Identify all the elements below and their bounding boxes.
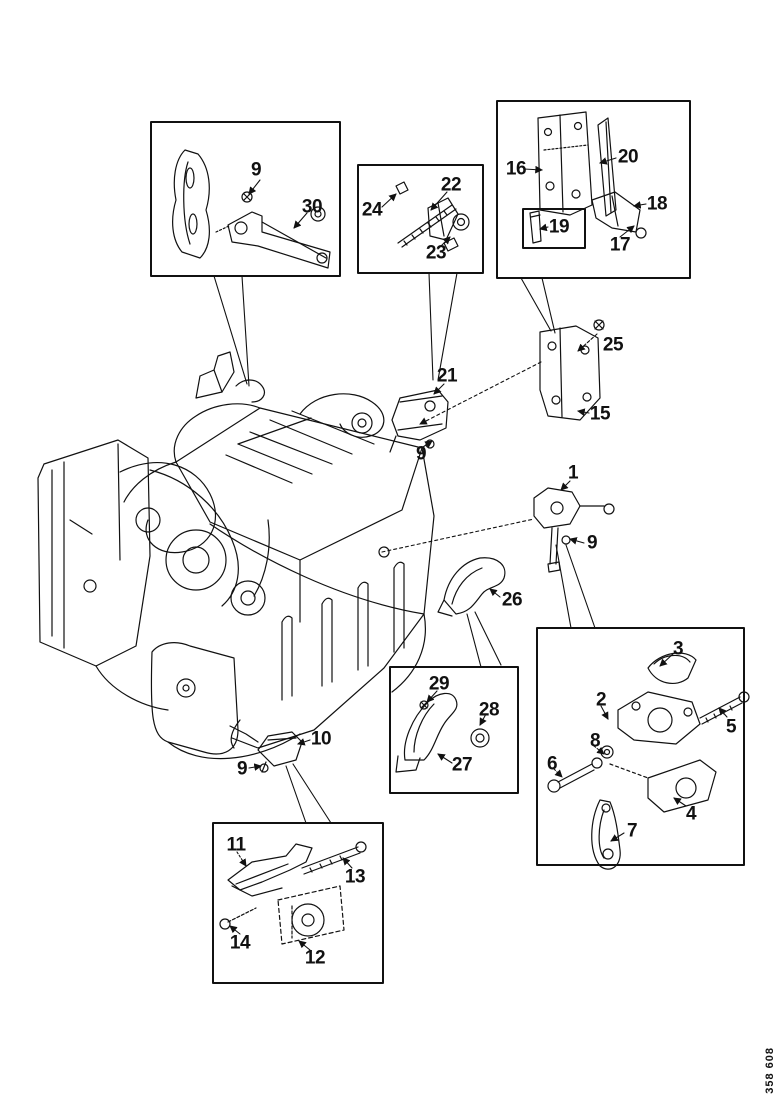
callout-20: 20 xyxy=(617,146,639,168)
detail-box-mount-assembly xyxy=(536,627,745,866)
callout-25: 25 xyxy=(602,334,624,356)
callout-1: 1 xyxy=(567,462,579,484)
callout-26: 26 xyxy=(501,589,523,611)
callout-9-10: 9 xyxy=(236,758,248,780)
callout-21: 21 xyxy=(436,365,458,387)
figure-number: 358 608 xyxy=(764,1047,776,1094)
detail-box-9-30 xyxy=(150,121,341,277)
engine-illustration xyxy=(37,351,435,760)
callout-11: 11 xyxy=(226,834,246,856)
callout-14: 14 xyxy=(229,932,251,954)
detail-box-19-inner xyxy=(522,208,586,249)
leader-lines xyxy=(213,272,596,824)
detail-box-22-24-23 xyxy=(357,164,484,274)
part-plate-16-group xyxy=(529,111,647,244)
part-curved-bracket-26 xyxy=(437,557,506,617)
callout-8: 8 xyxy=(589,730,601,752)
part-bracket-21 xyxy=(389,389,449,453)
callout-9-21: 9 xyxy=(415,443,427,465)
detail-boxes xyxy=(150,100,745,984)
callout-19: 19 xyxy=(548,216,570,238)
callout-15: 15 xyxy=(589,403,611,425)
callout-4: 4 xyxy=(685,803,697,825)
callout-9-box1: 9 xyxy=(250,159,262,181)
callout-12: 12 xyxy=(304,947,326,969)
part-engine-mount-1 xyxy=(533,487,615,573)
callout-5: 5 xyxy=(725,716,737,738)
callout-arrows xyxy=(229,157,728,951)
part-bracket-10 xyxy=(257,731,303,773)
part-bracket-11-group xyxy=(219,841,367,945)
detail-box-29-28-27 xyxy=(389,666,519,794)
callout-13: 13 xyxy=(344,866,366,888)
callout-24: 24 xyxy=(361,199,383,221)
part-mount-plate-15 xyxy=(539,319,605,421)
callout-10: 10 xyxy=(310,728,332,750)
part-support-bracket-30 xyxy=(172,149,331,269)
callout-29: 29 xyxy=(428,673,450,695)
part-stud-22-group xyxy=(395,181,470,252)
callout-18: 18 xyxy=(646,193,668,215)
part-mount-assembly-group xyxy=(547,652,750,870)
callout-2: 2 xyxy=(595,689,607,711)
part-curved-bracket-27-group xyxy=(395,692,490,773)
callout-6: 6 xyxy=(546,753,558,775)
callout-27: 27 xyxy=(451,754,473,776)
callout-16: 16 xyxy=(505,158,527,180)
callout-17: 17 xyxy=(609,234,631,256)
callout-3: 3 xyxy=(672,638,684,660)
callout-23: 23 xyxy=(425,242,447,264)
callout-30: 30 xyxy=(301,196,323,218)
callout-28: 28 xyxy=(478,699,500,721)
detail-box-11-13-14-12 xyxy=(212,822,384,984)
detail-box-16-20-18-17 xyxy=(496,100,691,279)
callout-22: 22 xyxy=(440,174,462,196)
callout-9-1: 9 xyxy=(586,532,598,554)
callout-7: 7 xyxy=(626,820,638,842)
